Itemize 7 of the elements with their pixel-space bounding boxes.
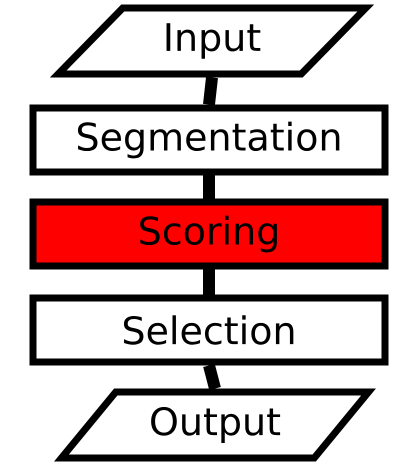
process-box: Segmentation <box>30 104 388 176</box>
connector <box>203 176 215 198</box>
connector <box>203 76 218 106</box>
process-box: Selection <box>30 294 388 366</box>
connector <box>203 270 215 294</box>
connector <box>203 364 221 390</box>
process-box: Scoring <box>30 198 388 270</box>
